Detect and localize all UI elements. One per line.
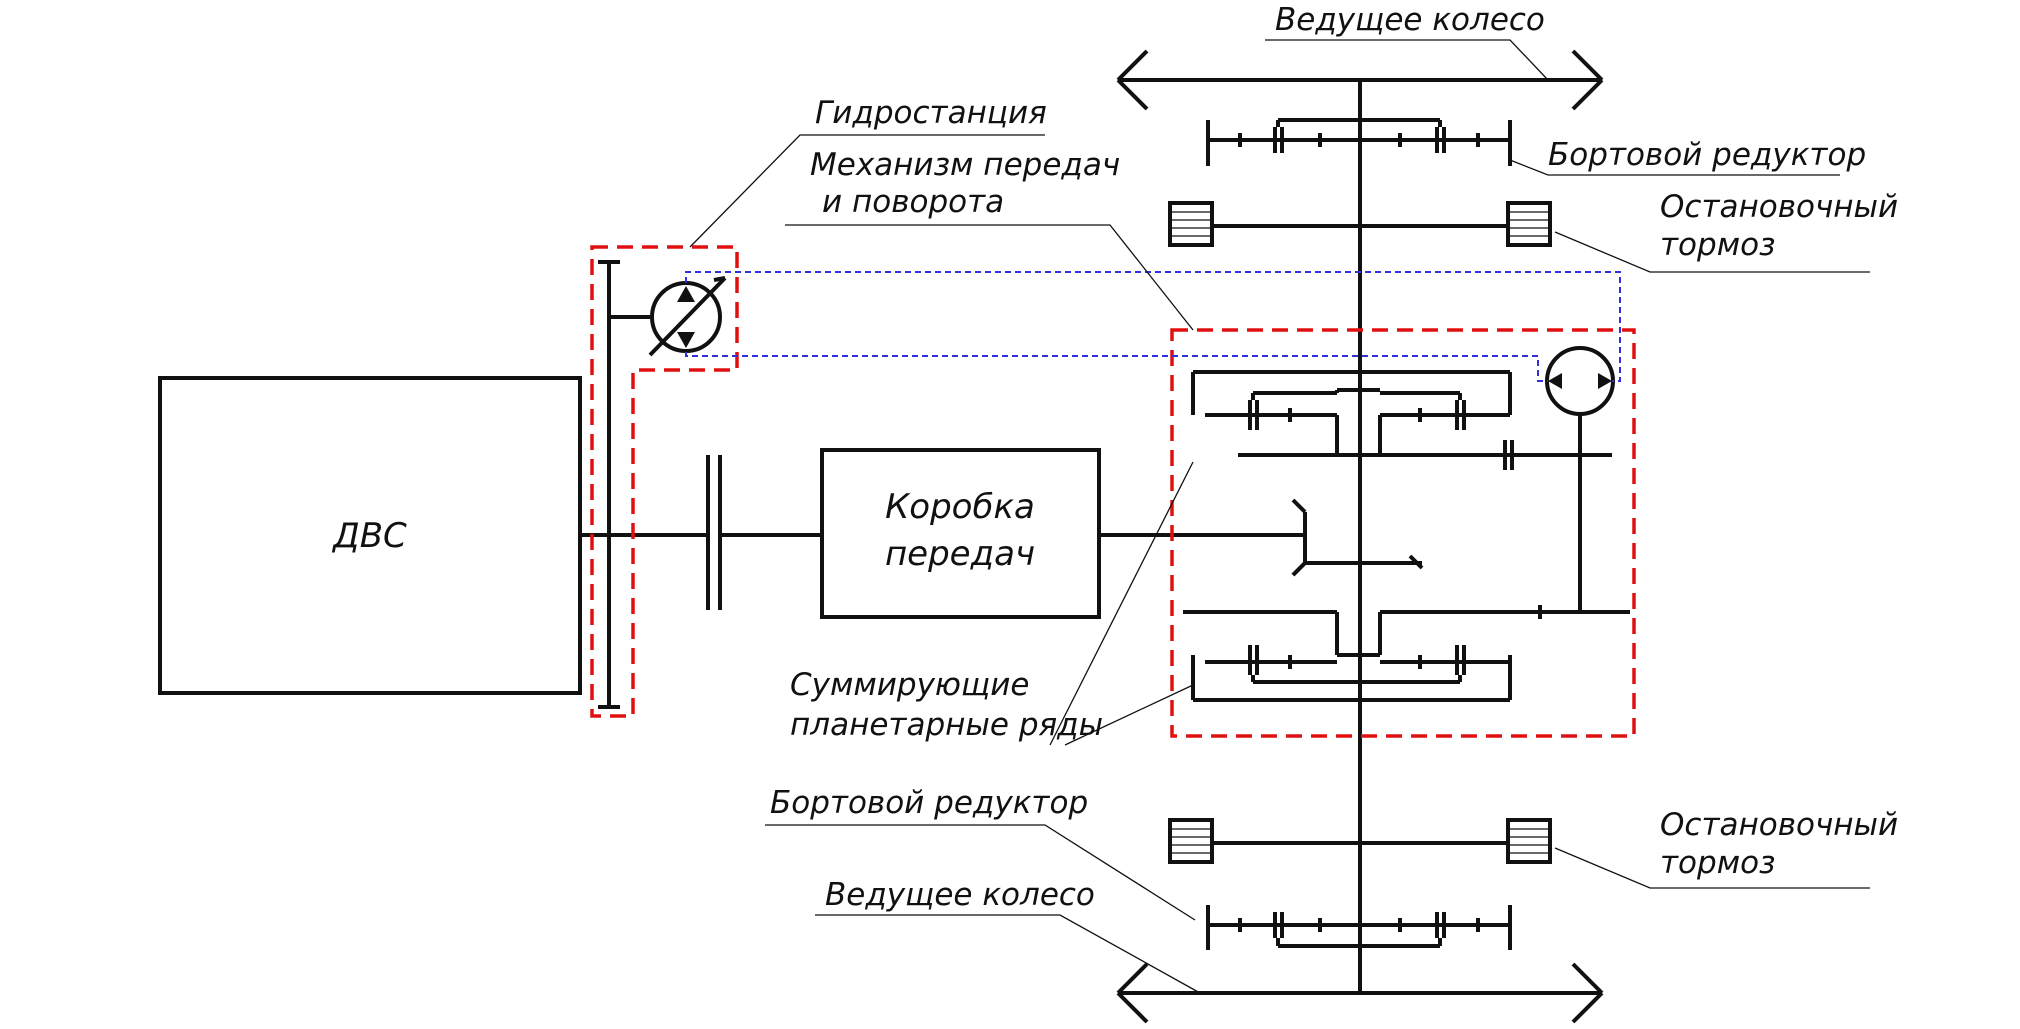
label-steering-line1: Механизм передач — [810, 147, 1120, 183]
final-drive-top — [1206, 118, 1512, 166]
leader-final-drive-bottom — [765, 824, 1196, 921]
leader-wheel-bottom — [815, 914, 1201, 994]
planetary-set-lower — [1183, 605, 1630, 702]
label-wheel-top: Ведущее колесо — [1275, 2, 1545, 38]
planetary-set-upper — [1191, 370, 1612, 470]
leader-brake-top — [1554, 231, 1870, 273]
leader-brake-bottom — [1554, 847, 1870, 889]
label-brake-top-line1: Остановочный — [1660, 189, 1898, 225]
hydraulic-pump-icon — [648, 276, 727, 357]
gearbox-label-line1: Коробка — [885, 487, 1035, 527]
label-brake-bottom-line1: Остановочный — [1660, 807, 1898, 843]
leader-steering — [785, 224, 1194, 331]
label-brake-top-line2: тормоз — [1660, 227, 1776, 263]
label-wheel-bottom: Ведущее колесо — [825, 877, 1095, 913]
steering-mechanism-boundary — [1170, 328, 1636, 738]
brake-top — [1168, 201, 1552, 247]
leader-final-drive-top — [1509, 159, 1840, 176]
label-final-drive-top: Бортовой редуктор — [1548, 137, 1866, 173]
label-brake-bottom-line2: тормоз — [1660, 845, 1776, 881]
final-drive-bottom — [1206, 905, 1512, 950]
hydro-station-boundary — [590, 245, 739, 718]
leader-wheel-top — [1265, 39, 1549, 81]
hydraulic-line-return — [685, 352, 1548, 382]
gearbox-label-line2: передач — [885, 534, 1035, 574]
label-hydro-station: Гидростанция — [815, 95, 1047, 131]
label-final-drive-bottom: Бортовой редуктор — [770, 785, 1088, 821]
label-planetary-line2: планетарные ряды — [790, 707, 1103, 743]
leader-planetary-2 — [1064, 684, 1194, 746]
hydraulic-motor-icon — [1545, 346, 1615, 612]
leader-planetary-1 — [1049, 461, 1194, 746]
engine-label: ДВС — [331, 516, 407, 556]
drive-wheel-top — [1116, 49, 1604, 111]
brake-bottom — [1168, 818, 1552, 864]
label-planetary-line1: Суммирующие — [790, 667, 1029, 703]
bevel-gear — [1291, 498, 1424, 577]
hydraulic-line-pressure — [685, 271, 1621, 382]
leader-hydro-station — [689, 134, 1045, 248]
label-steering-line2: и поворота — [822, 184, 1004, 220]
